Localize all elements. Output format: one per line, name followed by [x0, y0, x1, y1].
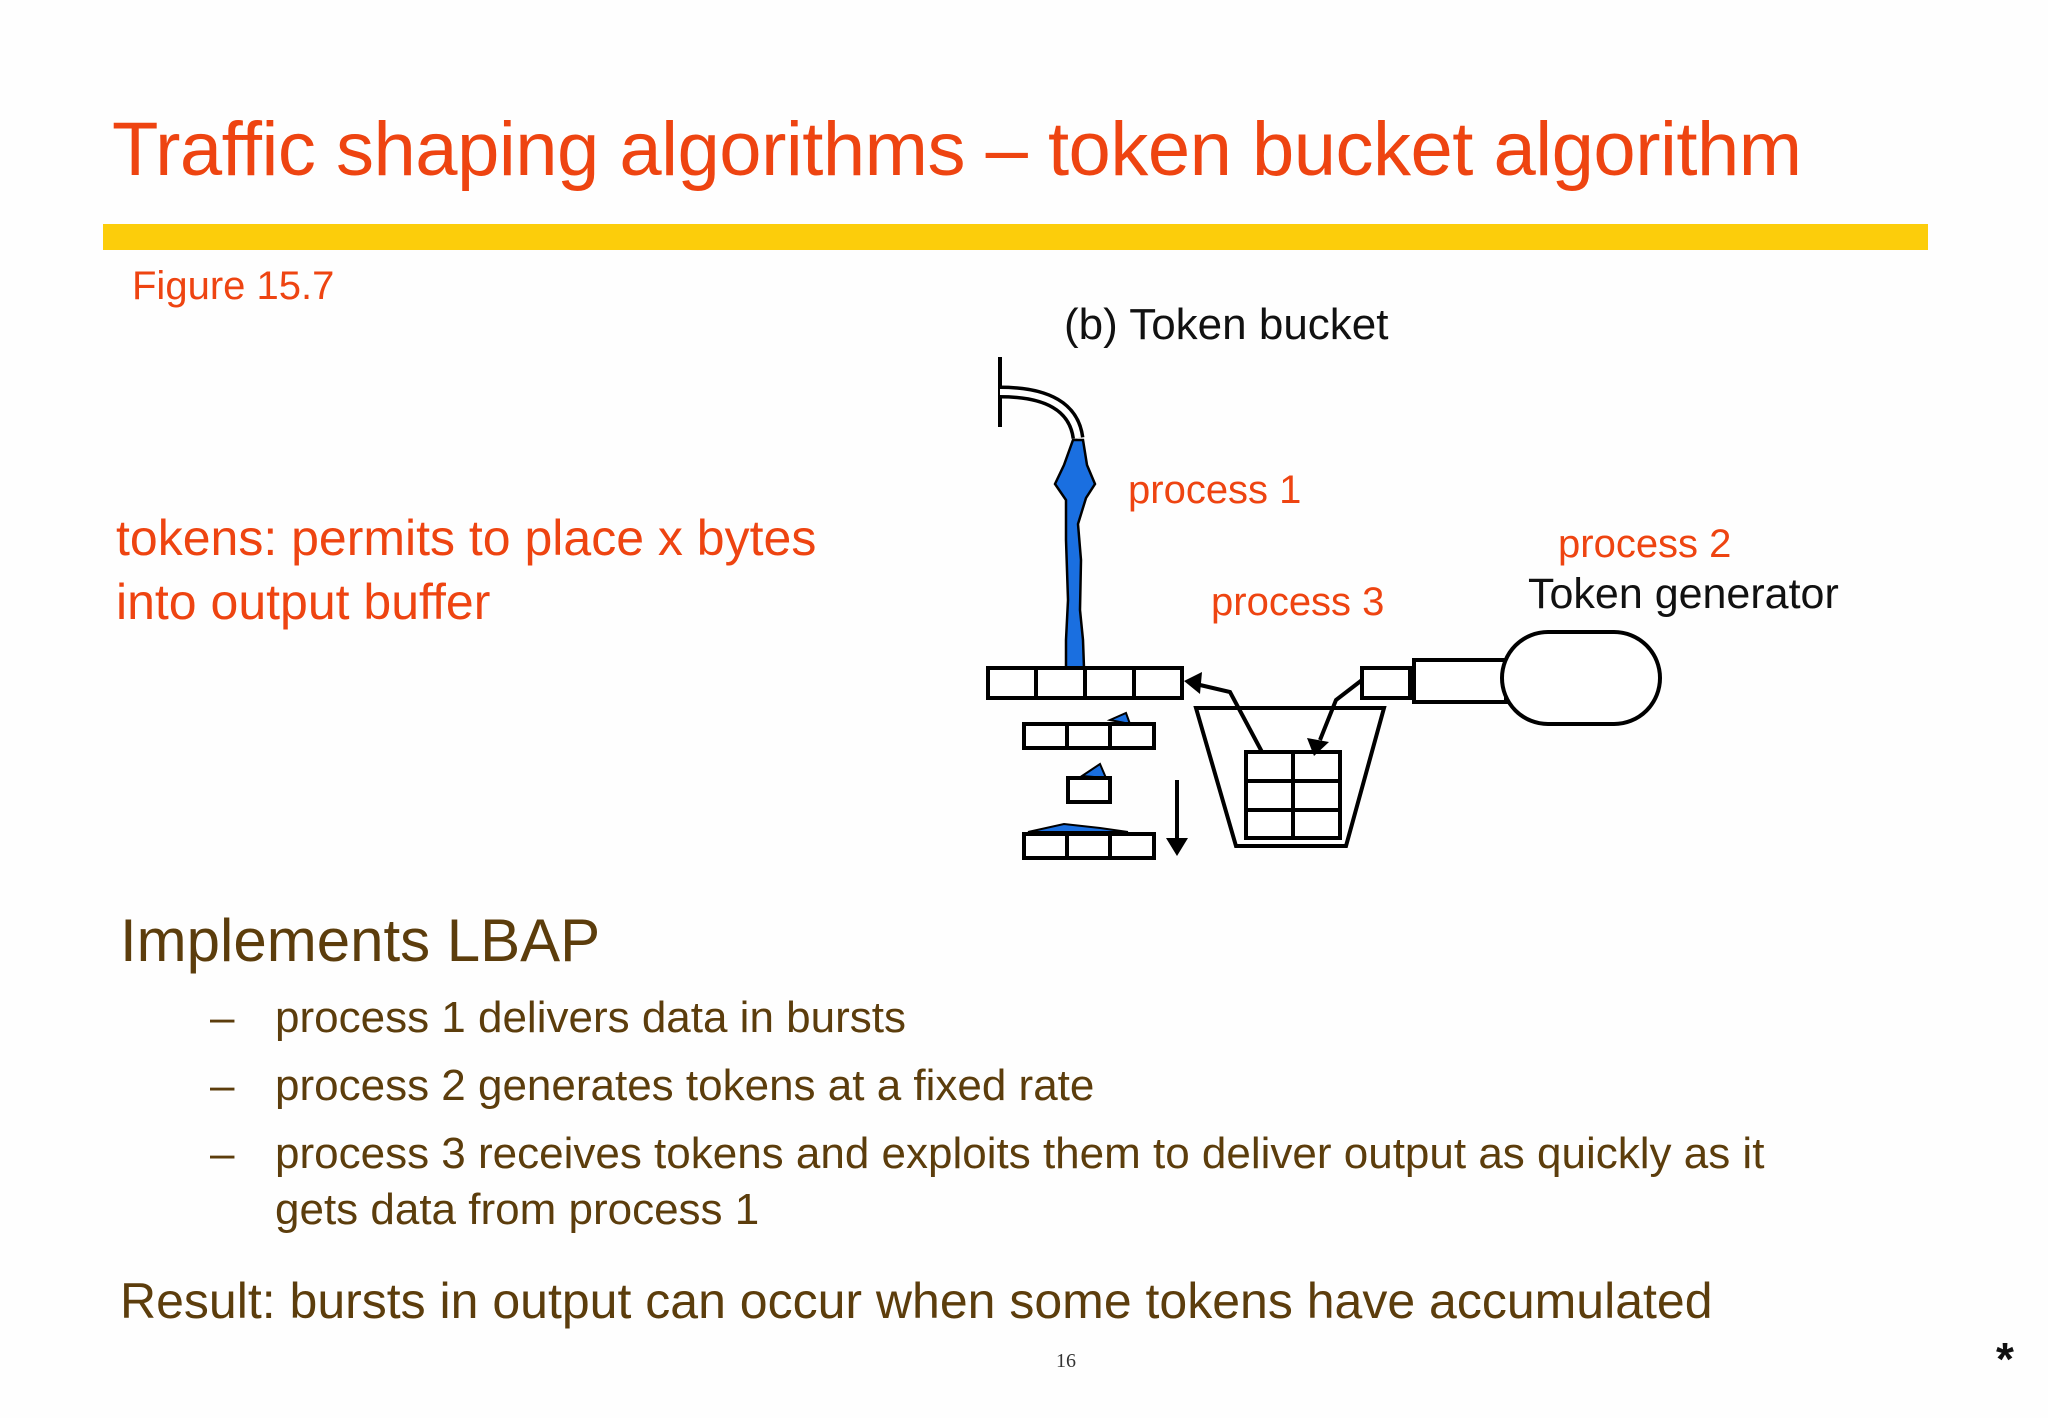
navigation-star-icon[interactable]: *: [1996, 1333, 2014, 1385]
bullet-text: process 3 receives tokens and exploits t…: [275, 1129, 1765, 1178]
figure-label: Figure 15.7: [132, 264, 335, 308]
slide-title: Traffic shaping algorithms – token bucke…: [112, 107, 1802, 192]
output-packet-1: [1022, 711, 1156, 750]
bullet-item: – process 1 delivers data in bursts: [210, 990, 1764, 1046]
output-packet-2: [1066, 762, 1112, 804]
tap-icon: [998, 357, 1085, 440]
bullet-text: gets data from process 1: [275, 1185, 760, 1234]
data-stream: [1053, 438, 1097, 670]
generator-to-bucket-arrow: [1307, 678, 1364, 756]
title-divider: [103, 224, 1928, 250]
bullet-list: – process 1 delivers data in bursts – pr…: [210, 990, 1764, 1250]
process-1-label: process 1: [1128, 468, 1302, 512]
token-definition-line: into output buffer: [116, 574, 491, 630]
page-number: 16: [1056, 1350, 1076, 1372]
bullet-text: process 2 generates tokens at a fixed ra…: [275, 1061, 1095, 1110]
bullet-item: – process 2 generates tokens at a fixed …: [210, 1058, 1764, 1114]
output-arrow-icon: [1166, 780, 1188, 856]
result-text: Result: bursts in output can occur when …: [120, 1273, 1713, 1329]
token-slot: [1360, 666, 1412, 700]
section-heading: Implements LBAP: [120, 907, 601, 974]
process-2-label: process 2: [1558, 522, 1732, 566]
bullet-dash: –: [210, 993, 235, 1042]
token-generator-label: Token generator: [1528, 570, 1839, 618]
token-definition-line: tokens: permits to place x bytes: [116, 510, 817, 566]
bullet-text: process 1 delivers data in bursts: [275, 993, 906, 1042]
token-generator-icon: [1412, 630, 1662, 726]
bullet-item: – process 3 receives tokens and exploits…: [210, 1126, 1764, 1238]
bullet-dash: –: [210, 1129, 235, 1178]
process-3-label: process 3: [1211, 580, 1385, 624]
bullet-dash: –: [210, 1061, 235, 1110]
output-packet-3: [1022, 822, 1156, 860]
token-to-buffer-arrow: [1184, 672, 1264, 753]
token-definition: tokens: permits to place x bytes into ou…: [116, 506, 816, 634]
diagram-caption: (b) Token bucket: [1064, 300, 1389, 349]
